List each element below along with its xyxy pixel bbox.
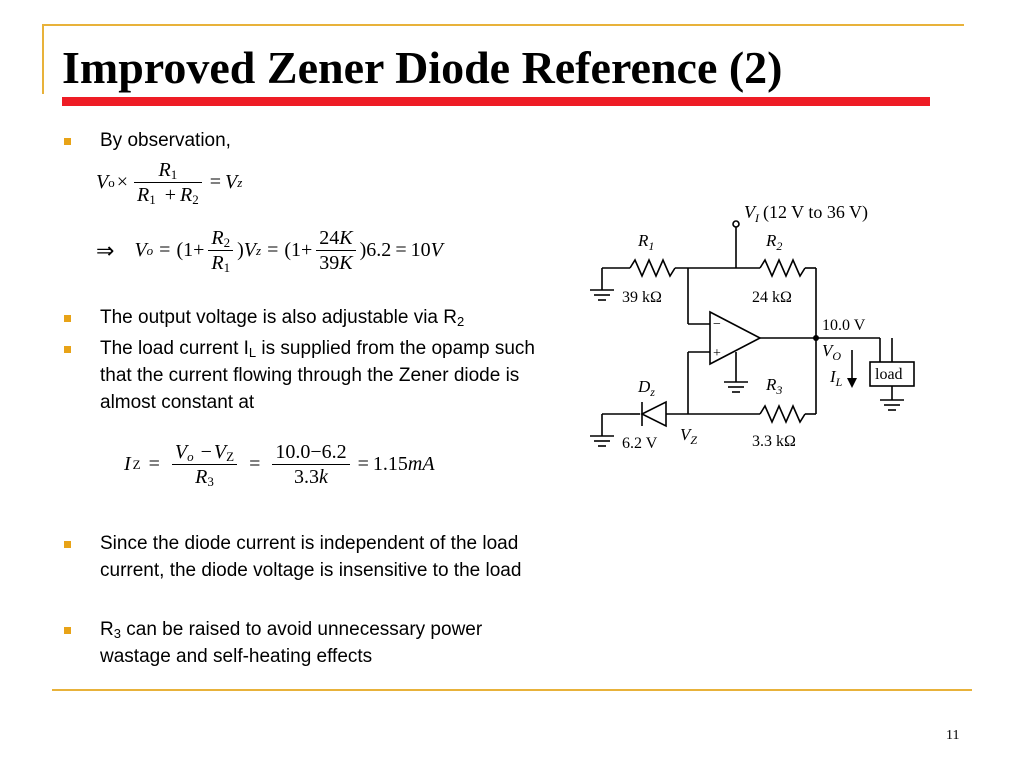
label-r1-value: 39 kΩ	[622, 289, 662, 306]
fraction-r2-over-r1: R2 R1	[208, 226, 234, 275]
bullet-marker	[64, 627, 71, 634]
fraction-24k-over-39k: 24K 39K	[316, 226, 356, 275]
title-underline-bar	[62, 97, 930, 106]
label-dz-value: 6.2 V	[622, 435, 658, 452]
label-vi: VI(12 V to 36 V)	[744, 202, 868, 225]
label-vz: VZ	[680, 425, 697, 447]
supply-node	[732, 220, 740, 228]
label-load: load	[875, 366, 903, 383]
label-noninverting: +	[713, 346, 721, 361]
frame-left-line	[42, 24, 44, 94]
slide-title: Improved Zener Diode Reference (2)	[62, 42, 783, 93]
label-output-voltage: 10.0 V	[822, 317, 866, 334]
opamp-symbol	[709, 310, 762, 366]
bullet-text-adjustable: The output voltage is also adjustable vi…	[100, 307, 465, 329]
label-dz: Dz	[637, 377, 655, 399]
fraction-voltage-diff-over-r3: Vo −VZ R3	[171, 440, 238, 489]
resistor-r3	[759, 404, 806, 424]
resistor-r1	[629, 258, 676, 278]
output-node	[813, 335, 819, 341]
zener-diode-symbol	[640, 400, 667, 428]
label-r2-value: 24 kΩ	[752, 289, 792, 306]
footer-line	[52, 689, 972, 691]
bullet-text-load-current: The load current IL is supplied from the…	[100, 338, 535, 413]
label-inverting: −	[713, 317, 721, 332]
zener-reference-circuit: VI(12 V to 36 V) R1 39 kΩ R2 24 kΩ − + 1…	[590, 202, 915, 452]
bullet-marker	[64, 346, 71, 353]
label-r2: R2	[765, 231, 782, 253]
bullet-text-raise-r3: R3 can be raised to avoid unnecessary po…	[100, 619, 483, 667]
resistor-r2	[759, 258, 806, 278]
current-arrow-head	[847, 378, 857, 388]
label-vo: VO	[822, 341, 841, 363]
label-r1: R1	[637, 231, 654, 253]
bullet-marker	[64, 541, 71, 548]
label-r3: R3	[765, 375, 782, 397]
bullet-text-observation: By observation,	[100, 130, 231, 151]
label-il: IL	[829, 367, 843, 389]
frame-top-line	[42, 24, 964, 26]
label-r3-value: 3.3 kΩ	[752, 433, 796, 450]
bullet-text-independent: Since the diode current is independent o…	[100, 533, 522, 581]
fraction-r1-over-sum: R1 R1 +R2	[134, 158, 202, 207]
page-number: 11	[946, 728, 960, 743]
bullet-marker	[64, 138, 71, 145]
bullet-marker	[64, 315, 71, 322]
fraction-numeric: 10.0−6.2 3.3k	[272, 440, 350, 489]
